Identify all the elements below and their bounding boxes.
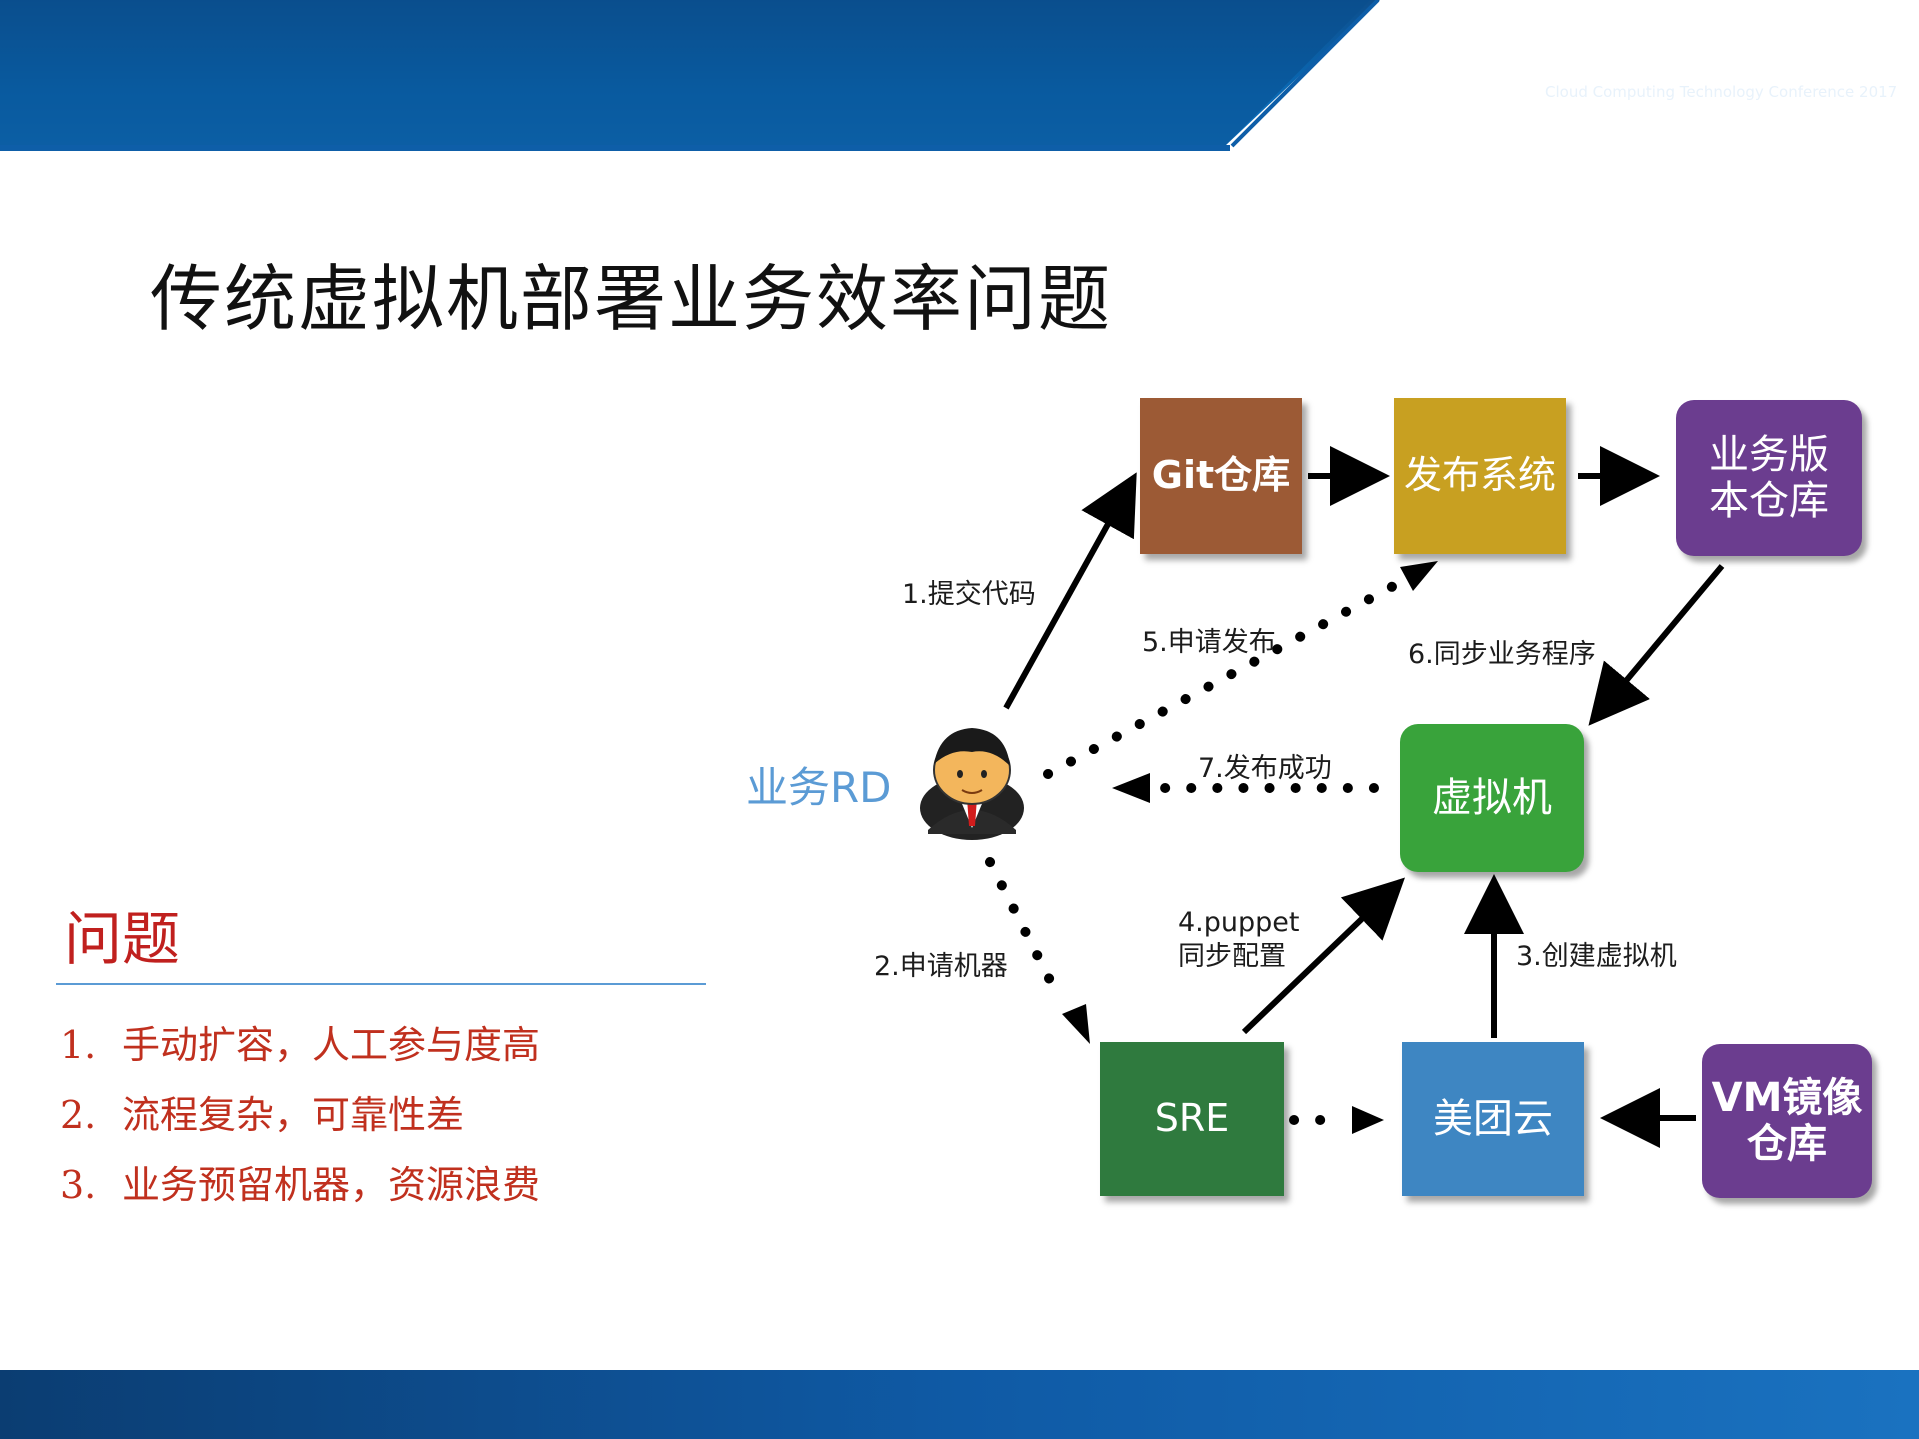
vm-image-label-line2: 仓库 <box>1747 1121 1827 1167</box>
header-band: CCTC 2017 中国云计算技术大会 Cloud Computing Tech… <box>0 0 1919 166</box>
problem-item: 1. 手动扩容，人工参与度高 <box>60 1014 540 1069</box>
label-request-machine: 2.申请机器 <box>874 951 1008 982</box>
problem-item: 3. 业务预留机器，资源浪费 <box>60 1154 540 1209</box>
arrow-sre-to-cloud-head <box>1352 1106 1384 1134</box>
problem-text: 流程复杂，可靠性差 <box>122 1093 465 1137</box>
meituan-cloud-node: 美团云 <box>1402 1042 1584 1196</box>
arrow-commit <box>1003 472 1137 710</box>
problems-heading: 问题 <box>64 905 181 973</box>
label-puppet: 4.puppet 同步配置 <box>1178 906 1300 974</box>
cctc-logo: CCTC <box>1356 46 1528 114</box>
header-decoration <box>0 0 1919 166</box>
arrow-request-release <box>1043 573 1413 779</box>
git-repo-node: Git仓库 <box>1140 398 1302 554</box>
conference-subtitle: Cloud Computing Technology Conference 20… <box>1545 83 1898 101</box>
problems-divider <box>56 983 706 985</box>
problem-text: 业务预留机器，资源浪费 <box>122 1163 541 1207</box>
release-system-label: 发布系统 <box>1403 453 1556 498</box>
biz-repo-label-line1: 业务版 <box>1709 432 1829 478</box>
vm-node: 虚拟机 <box>1400 724 1584 872</box>
vm-image-repo-node: VM镜像 仓库 <box>1702 1044 1872 1198</box>
actor-label: 业务RD <box>746 763 892 812</box>
label-sync-program: 6.同步业务程序 <box>1408 639 1596 670</box>
label-request-release: 5.申请发布 <box>1142 627 1276 658</box>
sre-node: SRE <box>1100 1042 1284 1196</box>
biz-repo-label-line2: 本仓库 <box>1709 478 1829 524</box>
vm-label: 虚拟机 <box>1432 775 1552 821</box>
user-avatar-icon <box>920 728 1024 840</box>
footer-band <box>0 1370 1919 1439</box>
label-create-vm: 3.创建虚拟机 <box>1516 941 1677 972</box>
git-repo-label: Git仓库 <box>1151 453 1291 498</box>
problem-number: 2. <box>60 1093 97 1137</box>
biz-version-repo-node: 业务版 本仓库 <box>1676 400 1862 556</box>
problem-text: 手动扩容，人工参与度高 <box>122 1023 541 1067</box>
arrow-release-success-head <box>1112 773 1150 803</box>
label-commit: 1.提交代码 <box>902 579 1036 610</box>
arrow-request-machine-head <box>1062 1004 1090 1044</box>
label-release-success: 7.发布成功 <box>1198 753 1332 784</box>
problem-number: 3. <box>60 1163 97 1207</box>
slide-title: 传统虚拟机部署业务效率问题 <box>150 257 1113 341</box>
label-puppet-line1: 4.puppet <box>1178 907 1300 938</box>
meituan-cloud-label: 美团云 <box>1433 1096 1553 1142</box>
sre-label: SRE <box>1154 1096 1230 1141</box>
label-puppet-line2: 同步配置 <box>1178 940 1286 972</box>
problem-number: 1. <box>60 1023 97 1067</box>
problem-item: 2. 流程复杂，可靠性差 <box>60 1084 464 1139</box>
release-system-node: 发布系统 <box>1394 398 1566 554</box>
vm-image-label-line1: VM镜像 <box>1711 1075 1863 1121</box>
arrow-request-machine <box>985 857 1065 1005</box>
arrow-request-release-head <box>1400 561 1438 591</box>
conference-title: 2017 中国云计算技术大会 <box>1546 58 1910 93</box>
arrow-puppet-sync <box>1241 877 1405 1035</box>
arrow-sync-program <box>1588 564 1725 726</box>
